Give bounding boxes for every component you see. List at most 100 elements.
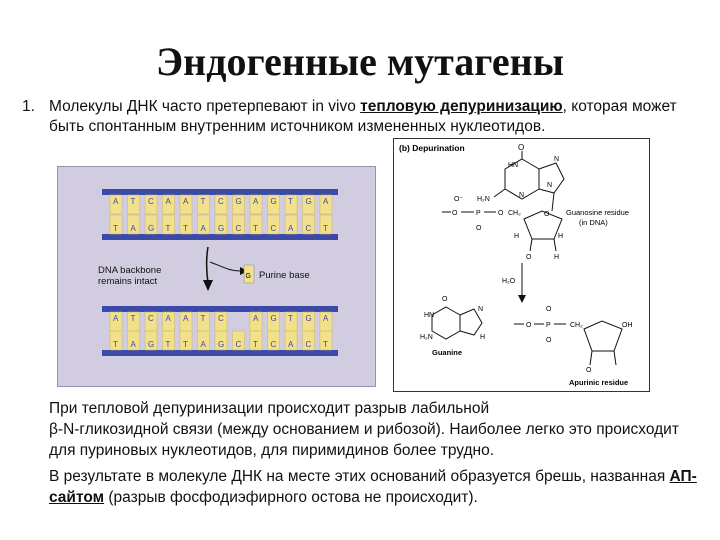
- nucleotide-base: [162, 214, 175, 235]
- nucleotide-base: [144, 214, 158, 235]
- chem-heading: (b) Depurination: [399, 143, 465, 153]
- base-letter: A: [253, 314, 259, 323]
- atom-o-right: O: [498, 210, 504, 217]
- nucleotide-base: [319, 214, 333, 235]
- text-segment: В результате в молекуле ДНК на месте эти…: [49, 468, 670, 485]
- nucleotide-base: [319, 330, 333, 351]
- explanation-paragraph-1: При тепловой депуринизации происходит ра…: [49, 398, 704, 461]
- release-arrow-line: [209, 261, 241, 272]
- guanine-label: Guanine: [432, 348, 462, 357]
- arrow-line: [205, 246, 209, 284]
- nucleotide-base: [302, 330, 315, 351]
- base-letter: C: [218, 197, 224, 206]
- page-title: Эндогенные мутагены: [156, 39, 564, 84]
- apurinic-sugar: [514, 320, 623, 366]
- guanine-hn: HN: [424, 312, 434, 319]
- base-letter: T: [183, 224, 188, 233]
- nucleotide-base: [127, 194, 140, 215]
- base-letter: T: [288, 314, 293, 323]
- base-letter: A: [166, 197, 172, 206]
- ap-o-left: O: [526, 322, 532, 329]
- guanosine-label-2: (in DNA): [579, 218, 608, 227]
- nucleotide-base: [267, 194, 280, 215]
- list-item-text: Молекулы ДНК часто претерпевают in vivo …: [49, 97, 682, 137]
- base-letter: T: [131, 314, 136, 323]
- nucleotide-base: [144, 330, 158, 351]
- base-letter: C: [148, 314, 154, 323]
- atom-n-ring: N: [519, 192, 524, 199]
- apurinic-label: Apurinic residue: [569, 378, 628, 387]
- dna-backbone-top: [102, 189, 338, 195]
- text-segment: (разрыв фосфодиэфирного остова не происх…: [104, 489, 478, 506]
- backbone-label-1: DNA backbone: [98, 265, 161, 276]
- dna-backbone-bottom: [102, 234, 338, 240]
- base-letter: T: [131, 197, 136, 206]
- base-letter: T: [166, 340, 171, 349]
- nucleotide-base: [232, 194, 245, 215]
- base-letter: T: [166, 224, 171, 233]
- nucleotide-base: [249, 330, 263, 351]
- atom-h2n: H₂N: [477, 196, 490, 203]
- nucleotide-base: [179, 194, 193, 215]
- atom-o-left: O: [452, 210, 458, 217]
- atom-o-minus: O⁻: [454, 196, 463, 203]
- sugar-ring-top: [442, 210, 563, 252]
- nucleotide-base: [197, 330, 210, 351]
- base-letter: C: [218, 314, 224, 323]
- emphasis-depurination: тепловую депуринизацию: [360, 98, 563, 115]
- arrow-head-icon: [203, 280, 213, 291]
- nucleotide-base: [302, 214, 315, 235]
- base-letter: A: [201, 224, 207, 233]
- base-letter: G: [306, 314, 312, 323]
- ap-o-3prime: O: [586, 367, 592, 374]
- nucleotide-base: [284, 194, 298, 215]
- atom-n: N: [554, 156, 559, 163]
- base-letter: A: [323, 197, 329, 206]
- base-letter: C: [236, 224, 242, 233]
- base-letter: G: [271, 197, 277, 206]
- purine-label: Purine base: [259, 270, 310, 281]
- nucleotide-base: [214, 194, 228, 215]
- depurination-chemistry-figure: (b) Depurination O HN N H₂N N N O⁻ P O O…: [393, 138, 650, 392]
- base-letter: T: [253, 340, 258, 349]
- explanation-block: При тепловой депуринизации происходит ра…: [49, 398, 704, 513]
- nucleotide-base: [267, 330, 280, 351]
- nucleotide-base: [284, 330, 298, 351]
- ap-p: P: [546, 322, 551, 329]
- base-letter: T: [113, 340, 118, 349]
- base-letter: G: [306, 197, 312, 206]
- base-letter: C: [236, 340, 242, 349]
- atom-ch2: CH₂: [508, 210, 521, 217]
- guanine-ring-top: [493, 151, 565, 212]
- nucleotide-base: [109, 214, 123, 235]
- nucleotide-base: [127, 330, 140, 351]
- base-letter: G: [218, 224, 224, 233]
- nucleotide-base: [109, 194, 123, 215]
- guanine-o: O: [442, 296, 448, 303]
- base-letter: A: [323, 314, 329, 323]
- nucleotide-base: [267, 214, 280, 235]
- guanine-h2n: H₂N: [420, 334, 433, 341]
- atom-h-3: H: [554, 254, 559, 261]
- base-letter: T: [288, 197, 293, 206]
- atom-n-imidazole: N: [547, 182, 552, 189]
- nucleotide-base: [179, 330, 193, 351]
- atom-h-1: H: [514, 233, 519, 240]
- base-letter: T: [323, 224, 328, 233]
- base-letter: C: [271, 224, 277, 233]
- emphasis-ap-site: АП-сайтом: [49, 468, 697, 506]
- list-number: 1.: [22, 98, 35, 115]
- guanine-n: N: [478, 306, 483, 313]
- base-letter: A: [166, 314, 172, 323]
- text-segment: Молекулы ДНК часто претерпевают in vivo: [49, 98, 361, 115]
- base-letter: G: [148, 340, 154, 349]
- free-guanine-ring: [431, 306, 483, 340]
- base-letter: T: [183, 340, 188, 349]
- nucleotide-base: [197, 194, 210, 215]
- base-letter: C: [306, 224, 312, 233]
